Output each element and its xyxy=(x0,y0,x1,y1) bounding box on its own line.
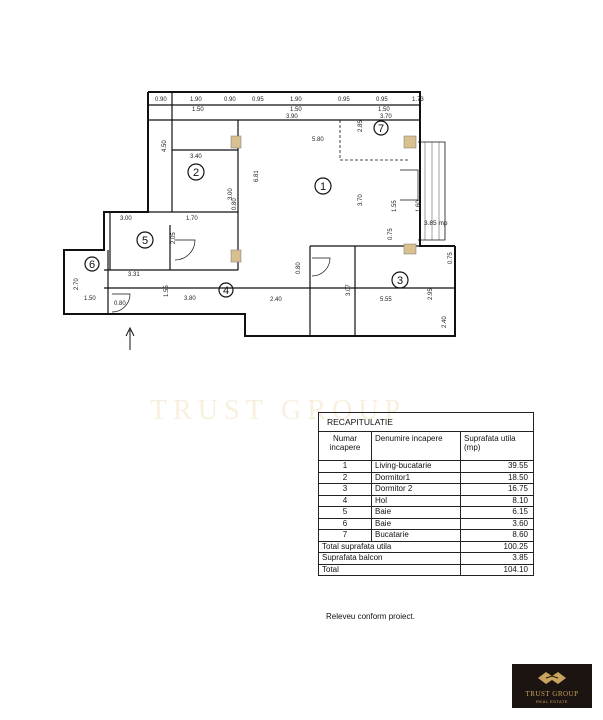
room-name-cell: Baie xyxy=(371,517,461,530)
dimension-label: 0.80 xyxy=(296,262,302,274)
dimension-label: 3.40 xyxy=(190,154,202,160)
room-number: 5 xyxy=(142,235,148,247)
room-name-cell: Dormitor1 xyxy=(371,471,461,484)
room-area-cell: 18.50 xyxy=(460,471,534,484)
room-name-cell: Hol xyxy=(371,494,461,507)
dimension-label: 2.40 xyxy=(442,316,448,328)
dimension-label: 3.31 xyxy=(128,272,140,278)
room-area-cell: 8.60 xyxy=(460,529,534,542)
dimension-label: 0.90 xyxy=(155,97,167,103)
dimension-label: 1.55 xyxy=(392,200,398,212)
logo-tagline: REAL ESTATE xyxy=(536,699,568,704)
header-cell: Suprafata utila (mp) xyxy=(460,431,534,461)
dimension-label: 1.50 xyxy=(84,296,96,302)
dimension-label: 0.95 xyxy=(338,97,350,103)
room-number: 7 xyxy=(378,123,384,135)
room-area-cell: 16.75 xyxy=(460,483,534,496)
table-row: 6 Baie 3.60 xyxy=(318,517,534,530)
room-number: 3 xyxy=(397,275,403,287)
room-nr-cell: 5 xyxy=(318,506,372,519)
dimension-label: 1.90 xyxy=(190,97,202,103)
room-number: 4 xyxy=(223,285,229,297)
dimension-label: 0.80 xyxy=(232,198,238,210)
total-value: 104.10 xyxy=(460,563,534,576)
dimension-label: 3.70 xyxy=(358,194,364,206)
dimension-label: 3.07 xyxy=(346,284,352,296)
dimension-label: 2.05 xyxy=(171,232,177,244)
logo-name: TRUST GROUP xyxy=(525,690,579,698)
room-nr-cell: 2 xyxy=(318,471,372,484)
survey-note: Releveu conform proiect. xyxy=(326,612,415,621)
table-row: 2 Dormitor1 18.50 xyxy=(318,471,534,484)
table-row: 1 Living-bucatarie 39.55 xyxy=(318,460,534,473)
total-label: Total xyxy=(318,563,461,576)
dimension-label: 1.55 xyxy=(164,285,170,297)
dimension-label: 2.70 xyxy=(74,278,80,290)
room-area-cell: 3.60 xyxy=(460,517,534,530)
table-row: 5 Baie 6.15 xyxy=(318,506,534,519)
dimension-label: 2.40 xyxy=(270,297,282,303)
balcony-label: 3.85 mp xyxy=(424,220,448,227)
dimension-label: 5.80 xyxy=(312,137,324,143)
dimension-label: 3.80 xyxy=(184,296,196,302)
watermark-text: TRUST GROUP xyxy=(150,395,407,426)
dimension-label: 0.75 xyxy=(448,252,454,264)
dimension-label: 0.95 xyxy=(376,97,388,103)
total-row: Total 104.10 xyxy=(318,563,534,576)
room-number: 2 xyxy=(193,167,199,179)
total-value: 3.85 xyxy=(460,552,534,565)
room-nr-cell: 3 xyxy=(318,483,372,496)
dimension-label: 3.90 xyxy=(286,114,298,120)
dimension-label: 0.75 xyxy=(388,228,394,240)
room-name-cell: Dormitor 2 xyxy=(371,483,461,496)
room-number: 1 xyxy=(320,181,326,193)
room-name-cell: Living-bucatarie xyxy=(371,460,461,473)
table-header-row: Numar incapere Denumire incapere Suprafa… xyxy=(318,431,534,461)
dimension-label: 1.50 xyxy=(290,107,302,113)
room-area-cell: 6.15 xyxy=(460,506,534,519)
dimension-label: 5.55 xyxy=(380,297,392,303)
total-row: Total suprafata utila 100.25 xyxy=(318,540,534,553)
dimension-label: 1.70 xyxy=(186,216,198,222)
dimension-label: 0.90 xyxy=(224,97,236,103)
company-logo: TRUST GROUP REAL ESTATE xyxy=(512,664,592,708)
dimension-label: 0.80 xyxy=(114,301,126,307)
dimension-label: 6.81 xyxy=(254,170,260,182)
recap-title: RECAPITULATIE xyxy=(318,412,534,431)
dimension-label: 1.50 xyxy=(192,107,204,113)
total-label: Total suprafata utila xyxy=(318,540,461,553)
dimension-label: 4.50 xyxy=(162,140,168,152)
room-nr-cell: 1 xyxy=(318,460,372,473)
dimension-label: 1.50 xyxy=(378,107,390,113)
dimension-label: 3.00 xyxy=(120,216,132,222)
dimension-label: 2.95 xyxy=(428,288,434,300)
room-name-cell: Bucatarie xyxy=(371,529,461,542)
area-table: Numar incapere Denumire incapere Suprafa… xyxy=(318,431,534,576)
room-nr-cell: 6 xyxy=(318,517,372,530)
header-cell: Denumire incapere xyxy=(371,431,461,461)
table-row: 3 Dormitor 2 16.75 xyxy=(318,483,534,496)
header-cell: Numar incapere xyxy=(318,431,372,461)
dimension-label: 2.85 xyxy=(358,120,364,132)
dimension-label: 1.60 xyxy=(416,200,422,212)
dimension-label: 0.95 xyxy=(252,97,264,103)
dimension-label: 3.00 xyxy=(228,188,234,200)
dimension-label: 3.70 xyxy=(380,114,392,120)
handshake-icon xyxy=(538,672,566,684)
total-row: Suprafata balcon 3.85 xyxy=(318,552,534,565)
table-row: 4 Hol 8.10 xyxy=(318,494,534,507)
dimension-label: 1.73 xyxy=(412,97,424,103)
room-area-cell: 8.10 xyxy=(460,494,534,507)
floor-plan: 1 2 3 4 5 6 7 3.85 mp 0.90 1.90 0.90 0.9… xyxy=(63,91,456,350)
total-value: 100.25 xyxy=(460,540,534,553)
room-name-cell: Baie xyxy=(371,506,461,519)
room-nr-cell: 7 xyxy=(318,529,372,542)
dimension-label: 1.90 xyxy=(290,97,302,103)
room-area-cell: 39.55 xyxy=(460,460,534,473)
recap-table: RECAPITULATIE Numar incapere Denumire in… xyxy=(318,412,534,576)
total-label: Suprafata balcon xyxy=(318,552,461,565)
room-nr-cell: 4 xyxy=(318,494,372,507)
room-number: 6 xyxy=(89,259,95,271)
table-row: 7 Bucatarie 8.60 xyxy=(318,529,534,542)
